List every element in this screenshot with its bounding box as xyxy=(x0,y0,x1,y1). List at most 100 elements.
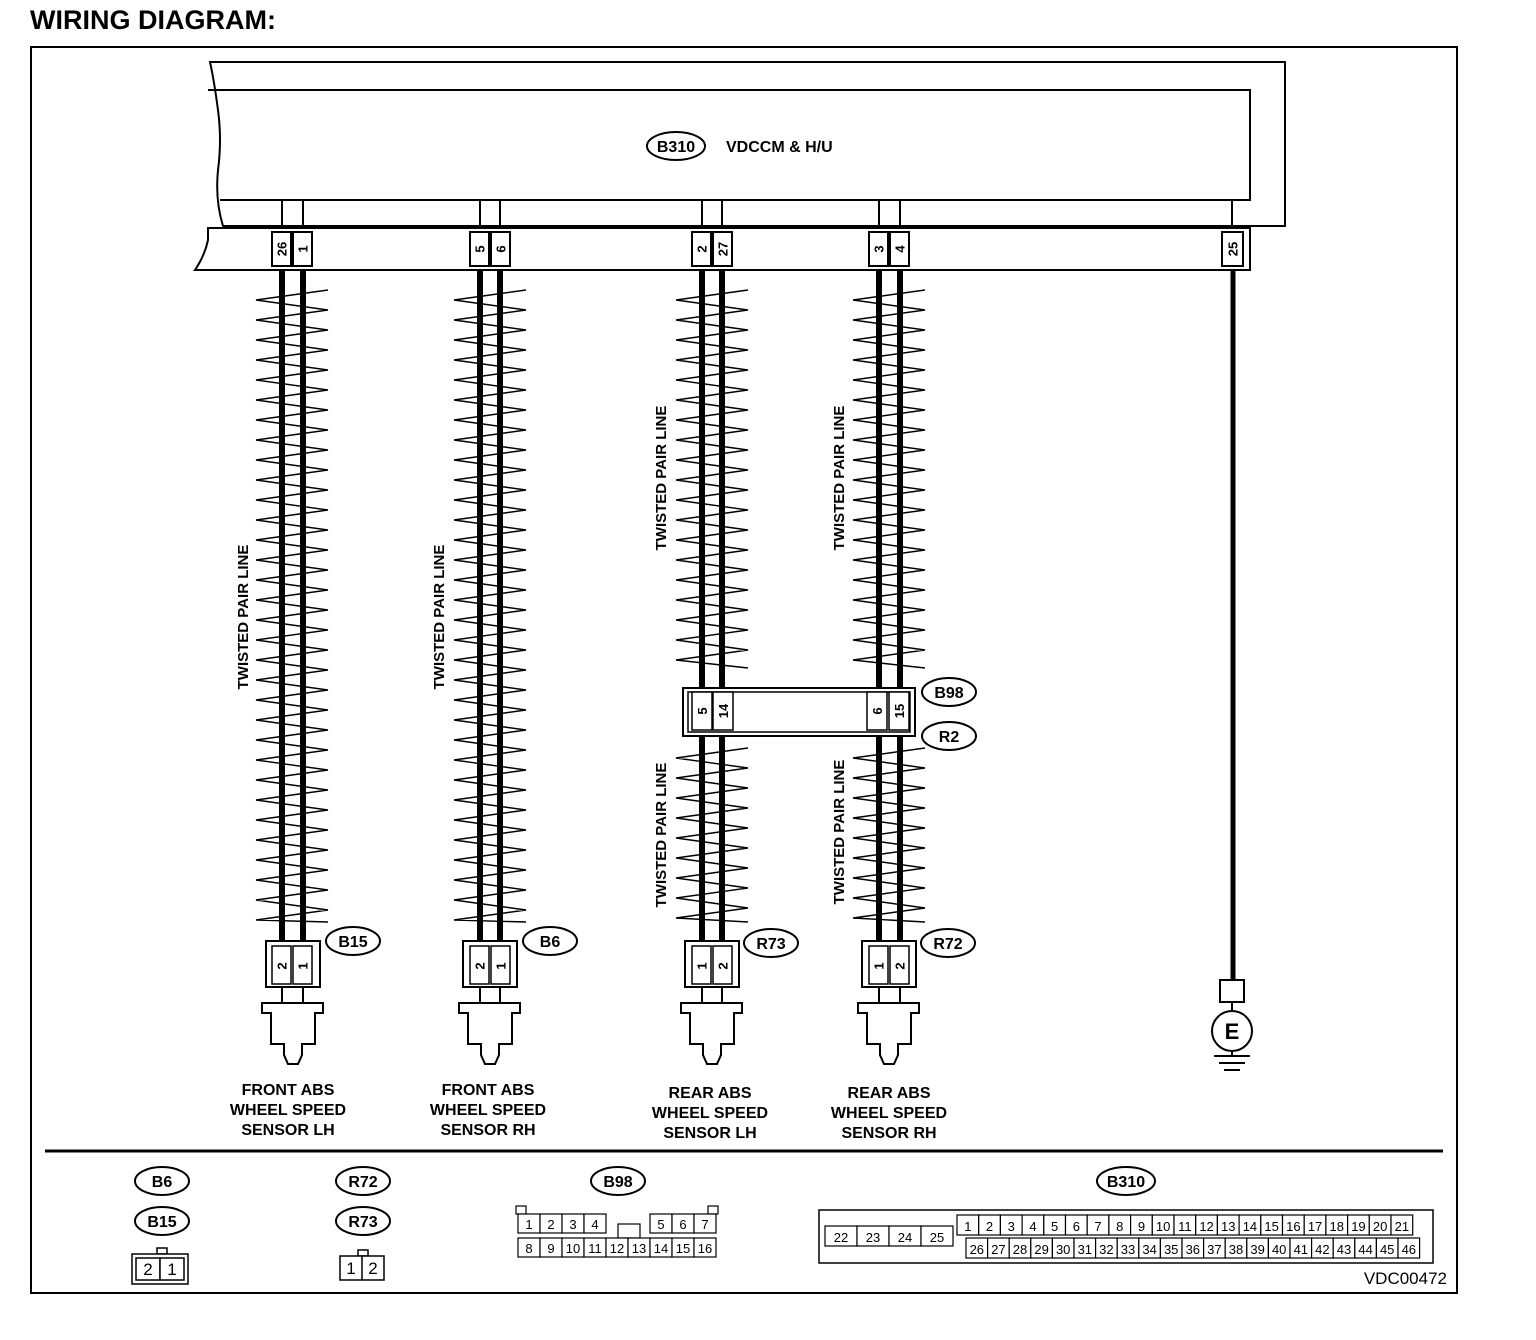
pin-number: 14 xyxy=(1243,1219,1257,1234)
pin-number: 4 xyxy=(1029,1219,1036,1234)
pin-number: 39 xyxy=(1250,1242,1264,1257)
pin-number: 3 xyxy=(1008,1219,1015,1234)
pin-number: 6 xyxy=(679,1217,686,1232)
unit-pin-25: 25 xyxy=(1226,242,1241,256)
pin-number: 18 xyxy=(1330,1219,1344,1234)
twist-helix xyxy=(255,289,329,923)
twisted-label-front-lh: TWISTED PAIR LINE xyxy=(235,545,252,690)
pin-cell xyxy=(920,1225,954,1247)
twist-helix xyxy=(453,289,527,923)
pin-number: 6 xyxy=(1073,1219,1080,1234)
legend-ref: B6 xyxy=(152,1174,173,1191)
sensor-pin: 1 xyxy=(296,962,311,969)
sensor-label-line: FRONT ABS xyxy=(242,1082,335,1099)
sensor-ref: B6 xyxy=(540,934,561,951)
pin-cell xyxy=(693,1213,717,1234)
legend-pin: 2 xyxy=(143,1260,152,1279)
pin-number: 19 xyxy=(1351,1219,1365,1234)
pin-number: 1 xyxy=(964,1219,971,1234)
connector-latch xyxy=(515,1205,527,1215)
pin-number: 33 xyxy=(1121,1242,1135,1257)
ground-symbol-label: E xyxy=(1225,1019,1240,1044)
joint-pin-15: 15 xyxy=(892,704,907,718)
pin-cell xyxy=(1390,1214,1414,1236)
pin-number: 10 xyxy=(566,1241,580,1256)
pin-number: 29 xyxy=(1034,1242,1048,1257)
pin-number: 36 xyxy=(1186,1242,1200,1257)
pin-number: 7 xyxy=(1094,1219,1101,1234)
unit-pin-3: 3 xyxy=(872,245,887,252)
connector-latch xyxy=(707,1205,719,1215)
sensor-rear-rh: 1 2 R72 REAR ABS WHEEL SPEED SENSOR RH xyxy=(831,928,976,1142)
pin-cell xyxy=(693,1237,717,1258)
pin-number: 12 xyxy=(1199,1219,1213,1234)
legend-r72-r73: R72 R73 1 2 xyxy=(335,1166,391,1281)
pin-number: 32 xyxy=(1099,1242,1113,1257)
pin-number: 35 xyxy=(1164,1242,1178,1257)
pin-number: 34 xyxy=(1142,1242,1156,1257)
pin-number: 5 xyxy=(657,1217,664,1232)
pin-number: 45 xyxy=(1380,1242,1394,1257)
pin-number: 3 xyxy=(569,1217,576,1232)
sensor-label-line: WHEEL SPEED xyxy=(230,1102,346,1119)
sensor-label-line: WHEEL SPEED xyxy=(831,1105,947,1122)
pin-number: 2 xyxy=(547,1217,554,1232)
pin-number: 2 xyxy=(986,1219,993,1234)
joint-ref-b98: B98 xyxy=(934,685,963,702)
pin-number: 24 xyxy=(898,1230,912,1245)
sensor-front-lh: 2 1 B15 FRONT ABS WHEEL SPEED SENSOR LH xyxy=(230,926,381,1139)
twist-helix xyxy=(852,289,926,669)
pin-number: 31 xyxy=(1078,1242,1092,1257)
pin-number: 12 xyxy=(610,1241,624,1256)
twist-helix xyxy=(675,289,749,669)
sensor-label-line: SENSOR LH xyxy=(663,1125,756,1142)
diagram-frame xyxy=(30,46,1458,1294)
sensor-pin: 2 xyxy=(893,962,908,969)
twisted-label-rear-rh-upper: TWISTED PAIR LINE xyxy=(831,406,848,551)
pin-number: 38 xyxy=(1229,1242,1243,1257)
sensor-label-line: REAR ABS xyxy=(669,1085,752,1102)
twisted-label-rear-rh-lower: TWISTED PAIR LINE xyxy=(831,760,848,905)
sensor-pin: 2 xyxy=(716,962,731,969)
legend-ref: B98 xyxy=(603,1174,632,1191)
sensor-rear-lh: 1 2 R73 REAR ABS WHEEL SPEED SENSOR LH xyxy=(652,928,799,1142)
wires-front-lh xyxy=(255,270,329,947)
joint-ref-r2: R2 xyxy=(939,729,960,746)
pin-number: 5 xyxy=(1051,1219,1058,1234)
pin-number: 15 xyxy=(676,1241,690,1256)
pin-number: 11 xyxy=(588,1241,602,1256)
wires-rear-rh-upper xyxy=(852,270,926,688)
pin-number: 30 xyxy=(1056,1242,1070,1257)
joint-pin-6: 6 xyxy=(870,707,885,714)
pin-number: 14 xyxy=(654,1241,668,1256)
pin-number: 41 xyxy=(1294,1242,1308,1257)
pin-number: 44 xyxy=(1358,1242,1372,1257)
wires-rear-lh-lower xyxy=(675,736,749,941)
pin-number: 8 xyxy=(1116,1219,1123,1234)
sensor-label-line: SENSOR RH xyxy=(841,1125,936,1142)
sensor-pin: 2 xyxy=(275,962,290,969)
pin-number: 40 xyxy=(1272,1242,1286,1257)
pin-number: 13 xyxy=(632,1241,646,1256)
joint-pin-14: 14 xyxy=(716,703,731,718)
legend-ref: R73 xyxy=(348,1214,377,1231)
twisted-label-front-rh: TWISTED PAIR LINE xyxy=(431,545,448,690)
sensor-label-line: REAR ABS xyxy=(848,1085,931,1102)
pin-number: 20 xyxy=(1373,1219,1387,1234)
pin-number: 25 xyxy=(930,1230,944,1245)
pin-number: 46 xyxy=(1402,1242,1416,1257)
pin-number: 26 xyxy=(970,1242,984,1257)
joint-pin-5: 5 xyxy=(695,707,710,714)
legend-b6-b15: B6 B15 2 1 xyxy=(131,1166,190,1285)
pin-number: 13 xyxy=(1221,1219,1235,1234)
pin-number: 7 xyxy=(701,1217,708,1232)
figure-code: VDC00472 xyxy=(1364,1269,1447,1288)
unit-pin-6: 6 xyxy=(494,245,509,252)
pin-number: 17 xyxy=(1308,1219,1322,1234)
sensor-label-line: SENSOR LH xyxy=(241,1122,334,1139)
unit-pin-1: 1 xyxy=(296,245,311,252)
pin-cell xyxy=(583,1213,607,1234)
twist-helix xyxy=(852,747,926,923)
